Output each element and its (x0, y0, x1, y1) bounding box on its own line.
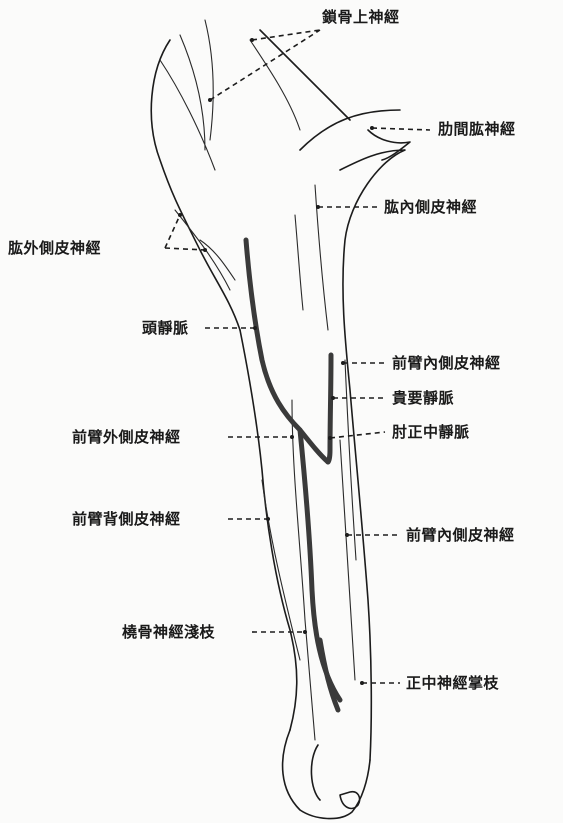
cephalic-vein (246, 240, 328, 462)
median-forearm-vein (320, 640, 338, 710)
label-medial-antebrachial-cutaneous-upper: 前臂內側皮神經 (392, 354, 501, 372)
supraclavicular-nerve-branches (160, 20, 300, 170)
basilic-vein (328, 355, 331, 462)
label-medial-antebrachial-cutaneous-lower: 前臂內側皮神經 (406, 526, 515, 544)
thumb-outline (311, 745, 320, 800)
upper-arm-lateral-outline (240, 330, 297, 730)
label-lateral-brachial-cutaneous-nerve: 肱外側皮神經 (8, 239, 101, 257)
shoulder-outline (151, 40, 240, 330)
label-posterior-antebrachial-cutaneous-nerve: 前臂背側皮神經 (72, 510, 181, 528)
label-basilic-vein: 貴要靜脈 (392, 389, 454, 407)
label-cephalic-vein: 頭靜脈 (142, 319, 189, 337)
leader-median-cubital (330, 432, 385, 438)
label-lateral-antebrachial-cutaneous-nerve: 前臂外側皮神經 (72, 428, 181, 446)
label-medial-brachial-cutaneous-nerve: 肱內側皮神經 (384, 198, 477, 216)
label-superficial-radial-nerve: 橈骨神經淺枝 (122, 623, 215, 641)
leader-supraclavicular (210, 30, 320, 100)
label-intercostobrachial-nerve: 肋間肱神經 (438, 120, 516, 138)
medial-brachial-cutaneous-branches (295, 185, 328, 330)
thumbnail (340, 792, 360, 809)
chest-outline (260, 30, 350, 120)
cephalic-vein-forearm (300, 430, 340, 700)
leader-intercostobrachial (372, 128, 430, 130)
label-supraclavicular-nerve: 鎖骨上神經 (322, 8, 400, 26)
label-palmar-branch-median-nerve: 正中神經掌枝 (406, 674, 499, 692)
label-median-cubital-vein: 肘正中靜脈 (392, 423, 470, 441)
